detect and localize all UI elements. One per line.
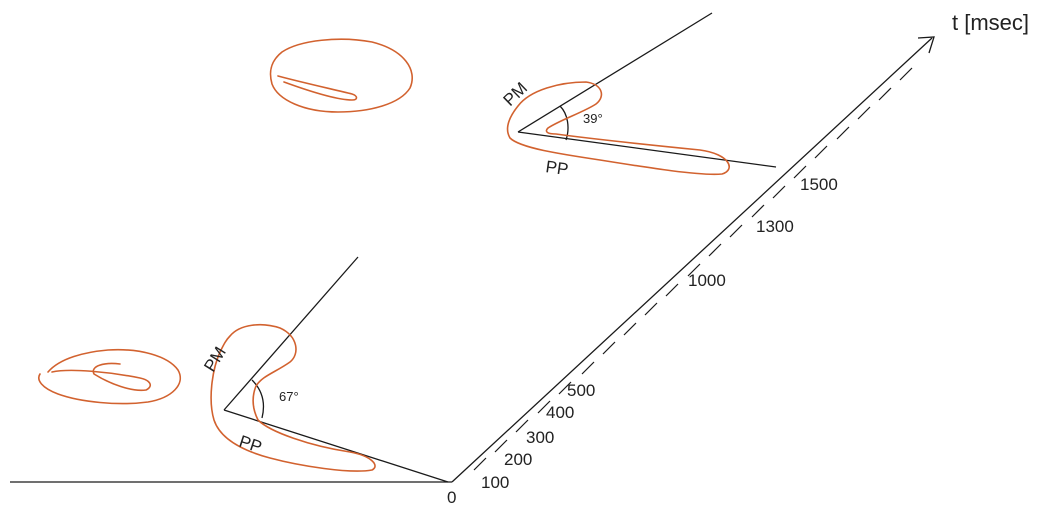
tick <box>752 205 764 217</box>
angle-label: 67° <box>279 389 299 404</box>
pp-label: PP <box>237 432 264 457</box>
tick-label-0: 0 <box>447 488 456 507</box>
tick <box>603 342 615 354</box>
pm-label: PM <box>500 78 532 109</box>
time-axis-arrowhead <box>918 37 934 53</box>
tick <box>837 127 849 139</box>
tick <box>773 186 785 198</box>
tick-label-1500: 1500 <box>800 175 838 194</box>
tick-label-100: 100 <box>481 473 509 492</box>
time-axis-ticks <box>474 68 912 470</box>
contour-snapshot-1 <box>508 82 730 174</box>
tick-label-1000: 1000 <box>688 271 726 290</box>
tick-label-200: 200 <box>504 450 532 469</box>
time-axis <box>452 38 932 482</box>
tick <box>879 88 891 100</box>
tick <box>900 68 912 80</box>
pm-label: PM <box>200 343 230 375</box>
snapshot-1: PM PP 39° <box>500 13 776 179</box>
tick <box>730 225 742 237</box>
contour-side-left <box>39 350 180 404</box>
angle-label: 39° <box>583 111 603 126</box>
tick-label-500: 500 <box>567 381 595 400</box>
tick <box>666 284 678 296</box>
tick <box>645 303 657 315</box>
tick-label-400: 400 <box>546 403 574 422</box>
axis-title: t [msec] <box>952 10 1029 35</box>
pm-line <box>518 13 712 132</box>
tick-label-1300: 1300 <box>756 217 794 236</box>
snapshot-0: PM PP 67° <box>200 257 448 482</box>
tick-label-300: 300 <box>526 428 554 447</box>
tick <box>624 323 636 335</box>
pp-label: PP <box>544 157 569 179</box>
contour-side-top <box>270 39 412 112</box>
pm-line <box>224 257 358 410</box>
tick <box>582 362 594 374</box>
tick <box>709 244 721 256</box>
tick <box>815 146 827 158</box>
tick <box>858 107 870 119</box>
